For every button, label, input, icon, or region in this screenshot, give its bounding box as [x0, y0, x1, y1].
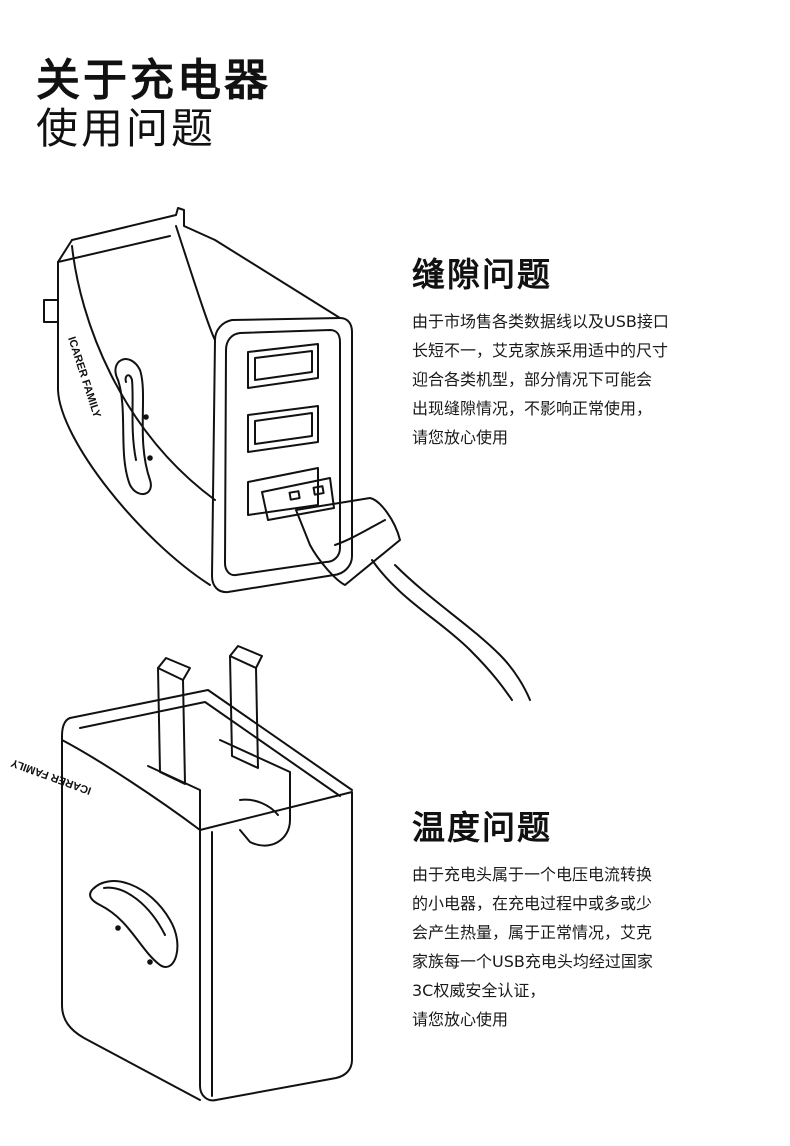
- section-temperature-issue: 温度问题 由于充电头属于一个电压电流转换 的小电器，在充电过程中或多或少 会产生…: [412, 808, 752, 1034]
- section-temperature-heading: 温度问题: [412, 808, 552, 847]
- brand-label-bottom: ICARER FAMILY: [9, 756, 93, 796]
- section-gap-body: 由于市场售各类数据线以及USB接口 长短不一，艾克家族采用适中的尺寸 迎合各类机…: [412, 312, 669, 447]
- section-temperature-body: 由于充电头属于一个电压电流转换 的小电器，在充电过程中或多或少 会产生热量，属于…: [412, 865, 653, 1029]
- usb-charger-cable-illustration: ICARER FAMILY: [43, 207, 531, 701]
- page-title-line2: 使用问题: [36, 104, 217, 153]
- page-title: 关于充电器 使用问题: [36, 58, 271, 152]
- page-title-line1: 关于充电器: [36, 55, 271, 106]
- section-gap-issue: 缝隙问题 由于市场售各类数据线以及USB接口 长短不一，艾克家族采用适中的尺寸 …: [412, 255, 752, 452]
- brand-label-top: ICARER FAMILY: [65, 335, 103, 420]
- section-gap-heading: 缝隙问题: [412, 255, 552, 294]
